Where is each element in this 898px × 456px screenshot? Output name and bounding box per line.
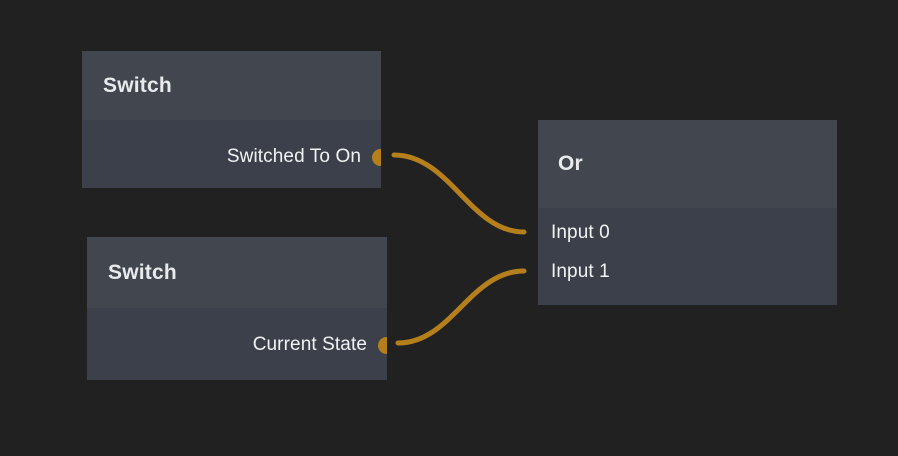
output-port-current-state[interactable]: Current State (253, 334, 387, 356)
output-port-label: Switched To On (226, 146, 361, 167)
node-header-switch-2[interactable]: Switch (87, 237, 387, 308)
node-title: Or (558, 152, 583, 175)
output-pin-dot-icon[interactable] (372, 148, 381, 166)
node-switch-1[interactable]: Switch Switched To On (82, 51, 381, 188)
node-title: Switch (108, 260, 177, 284)
node-switch-2[interactable]: Switch Current State (87, 237, 387, 380)
wire-switched-to-on-input-0 (391, 152, 527, 235)
output-port-label: Current State (252, 334, 367, 355)
input-port-input-0[interactable]: Input 0 (538, 222, 610, 244)
input-port-label: Input 1 (551, 261, 610, 282)
node-title: Switch (103, 73, 172, 97)
node-body-or-1: Input 0 Input 1 (538, 208, 837, 305)
input-port-input-1[interactable]: Input 1 (538, 261, 610, 283)
node-or-1[interactable]: Or Input 0 Input 1 (538, 120, 837, 305)
node-header-or-1[interactable]: Or (538, 120, 837, 208)
node-body-switch-2: Current State (87, 308, 387, 380)
output-pin-dot-icon[interactable] (378, 336, 387, 354)
node-body-switch-1: Switched To On (82, 120, 381, 188)
output-port-switched-to-on[interactable]: Switched To On (227, 146, 381, 168)
input-port-label: Input 0 (551, 222, 610, 243)
wire-current-state-input-1 (395, 268, 527, 346)
node-header-switch-1[interactable]: Switch (82, 51, 381, 120)
